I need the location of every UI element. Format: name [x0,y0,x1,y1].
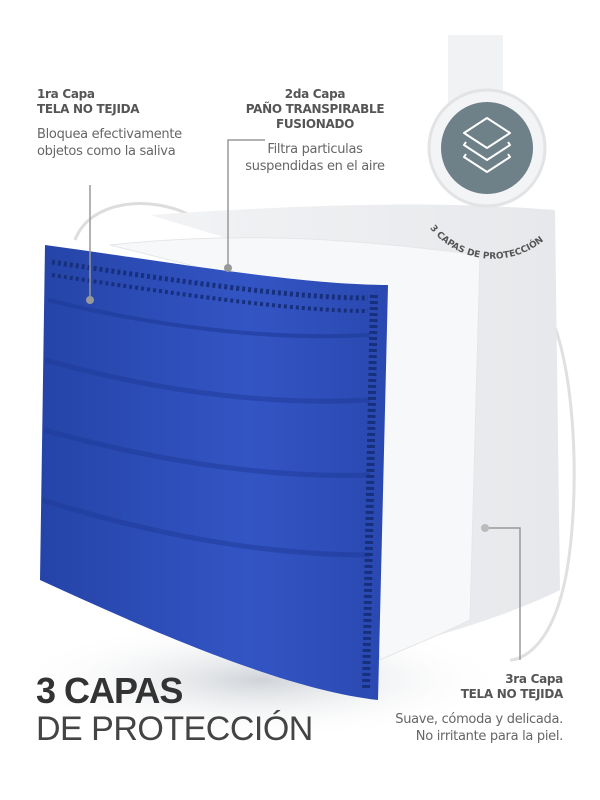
layer1-callout: 1ra Capa TELA NO TEJIDA Bloquea efectiva… [37,87,182,160]
layer2-callout: 2da Capa PAÑO TRANSPIRABLE FUSIONADO Fil… [215,87,415,175]
layer2-description: suspendidas en el aire [245,159,385,174]
layer1-name: TELA NO TEJIDA [37,102,140,116]
headline-line2: DE PROTECCIÓN [36,710,313,748]
layer1-description: Bloquea efectivamente [37,127,182,142]
headline-line1: 3 CAPAS [36,670,183,711]
leader-lines [89,139,521,660]
layer3-name: TELA NO TEJIDA [460,687,564,701]
layer3-description: No irritante para la piel. [415,729,564,744]
layer2-fabric [109,237,481,661]
layer3-description: Suave, cómoda y delicada. [395,712,563,727]
layer1-mask-blue [40,245,388,700]
layer2-label: 2da Capa [284,87,346,101]
headline: 3 CAPAS DE PROTECCIÓN [36,670,313,749]
layer2-name: FUSIONADO [275,117,355,131]
layers-icon [463,117,511,173]
layer3-callout: 3ra Capa TELA NO TEJIDA Suave, cómoda y … [395,672,563,745]
layer3-label: 3ra Capa [505,672,563,686]
layer1-description: objetos como la saliva [37,144,176,159]
layer2-description: Filtra particulas [267,142,363,157]
layer1-label: 1ra Capa [37,87,95,101]
layer2-name: PAÑO TRANSPIRABLE [245,102,385,116]
